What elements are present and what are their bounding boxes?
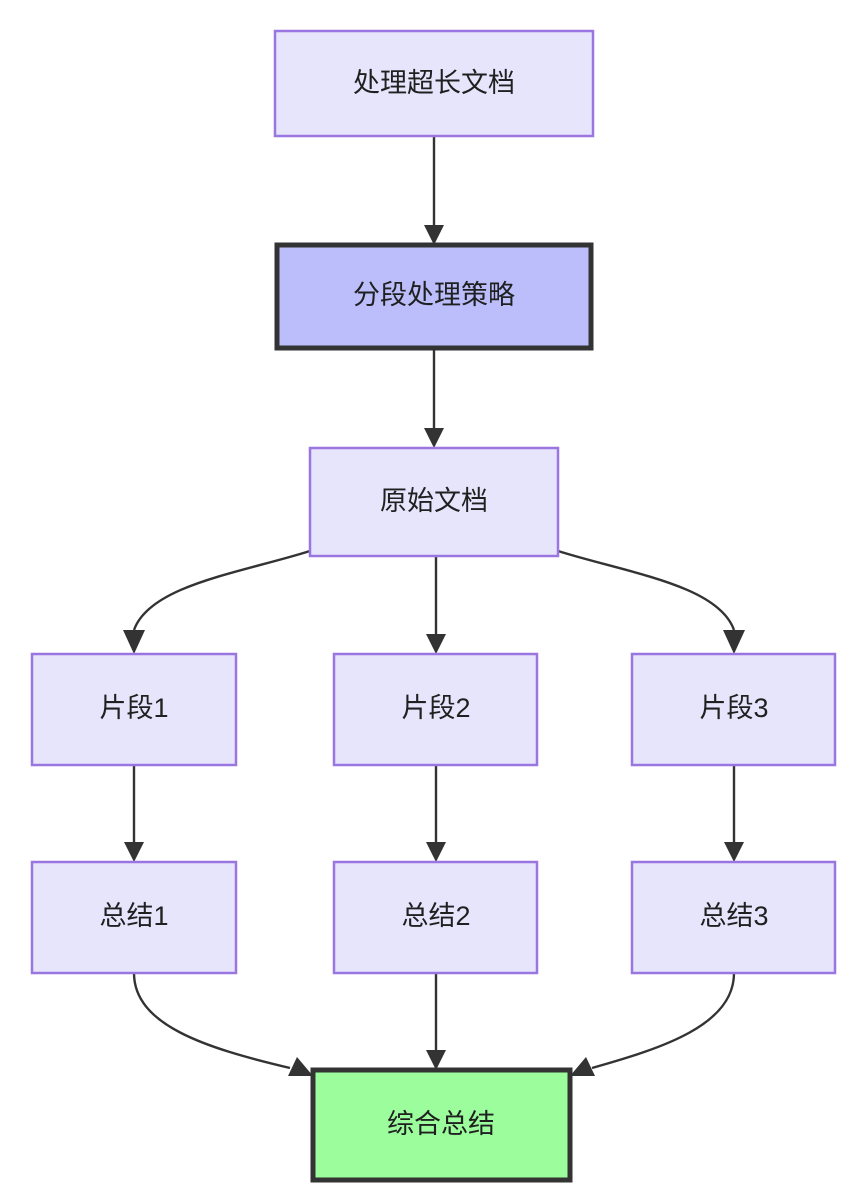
node-box-n9[interactable]	[630, 860, 837, 975]
edge-n9-to-n10	[570, 972, 736, 1076]
node-summary-2[interactable]: 总结2	[332, 860, 539, 975]
edge-n1-to-n2	[424, 136, 444, 245]
node-summary-1[interactable]: 总结1	[30, 860, 238, 975]
edge-n3-to-n4	[123, 549, 311, 654]
node-summary-3[interactable]: 总结3	[630, 860, 837, 975]
node-process-long-document[interactable]: 处理超长文档	[273, 29, 595, 138]
edge-n3-to-n5	[426, 556, 446, 654]
edges-layer	[123, 136, 745, 1076]
edge-n6-to-n9	[724, 765, 744, 862]
edge-n7-to-n10	[132, 972, 313, 1076]
edge-n2-to-n3	[424, 348, 444, 448]
node-fragment-3[interactable]: 片段3	[630, 652, 837, 767]
node-fragment-1[interactable]: 片段1	[30, 652, 238, 767]
node-box-n6[interactable]	[630, 652, 837, 767]
node-box-n8[interactable]	[332, 860, 539, 975]
edge-n4-to-n7	[124, 765, 144, 862]
edge-n3-to-n6	[557, 549, 745, 654]
node-chunking-strategy[interactable]: 分段处理策略	[274, 242, 594, 351]
node-box-n10[interactable]	[310, 1067, 573, 1183]
edge-n8-to-n10	[426, 973, 446, 1070]
nodes-layer: 处理超长文档 分段处理策略 原始文档 片段1 片段2 片段3	[30, 29, 837, 1183]
edge-n5-to-n8	[426, 765, 446, 862]
node-box-n2[interactable]	[274, 242, 594, 351]
node-box-n3[interactable]	[308, 446, 560, 558]
node-box-n7[interactable]	[30, 860, 238, 975]
node-comprehensive-summary[interactable]: 综合总结	[310, 1067, 573, 1183]
node-fragment-2[interactable]: 片段2	[332, 652, 539, 767]
node-box-n1[interactable]	[273, 29, 595, 138]
node-box-n5[interactable]	[332, 652, 539, 767]
node-original-document[interactable]: 原始文档	[308, 446, 560, 558]
node-box-n4[interactable]	[30, 652, 238, 767]
